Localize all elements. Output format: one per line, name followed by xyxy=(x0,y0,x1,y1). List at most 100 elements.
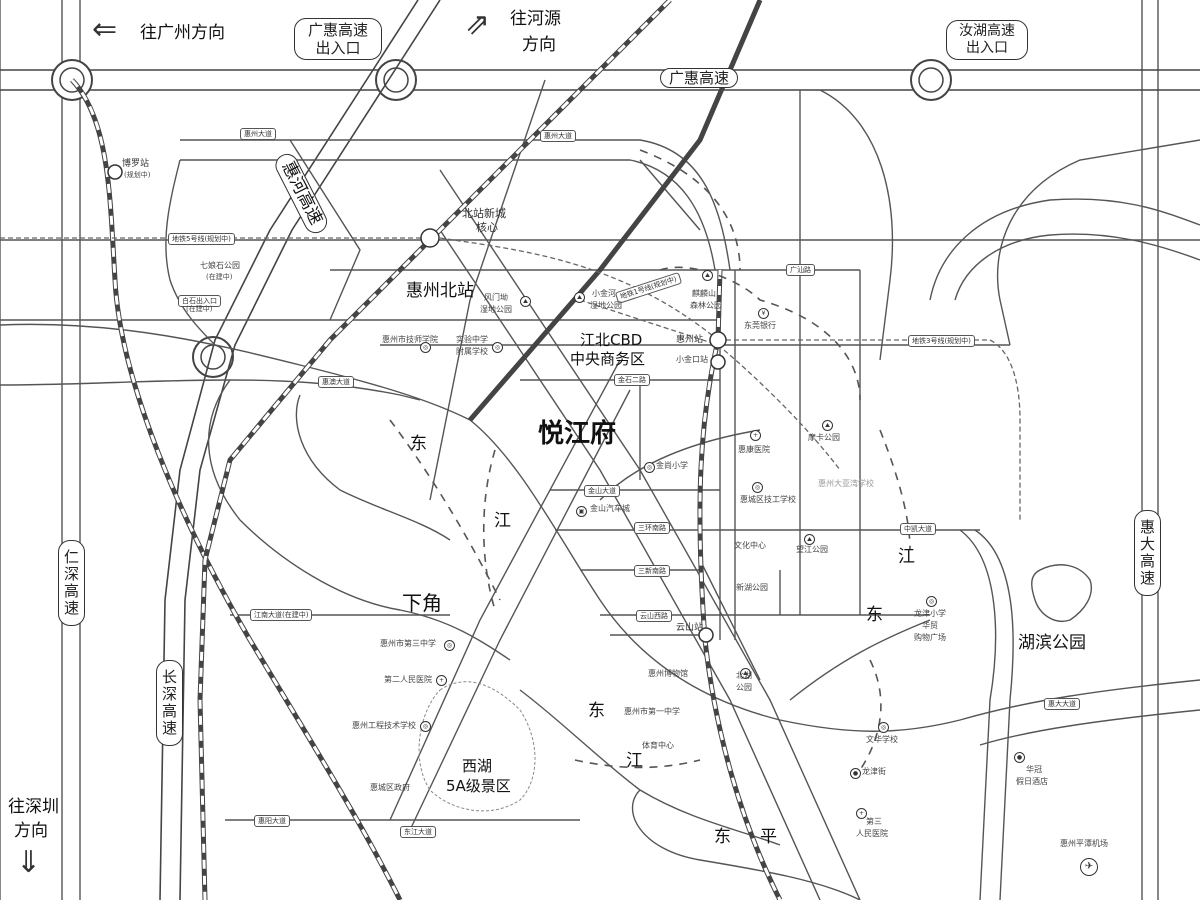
road-sanxin: 三新南路 xyxy=(634,565,670,577)
park-icon: ⛰ xyxy=(740,668,751,679)
river-label-east-1: 江 xyxy=(898,547,915,567)
hotel-icon: ● xyxy=(1014,752,1025,763)
poi-beihu-park-2: 公园 xyxy=(736,683,752,692)
road-huida-line: 惠大大道 xyxy=(1044,698,1080,710)
west-lake xyxy=(418,681,536,812)
poi-dongguan-bank: 东莞银行 xyxy=(744,321,776,330)
poi-wenhua-school: 文华学校 xyxy=(866,735,898,744)
poi-wenhua-center: 文化中心 xyxy=(734,541,766,550)
road-huizhou-avenue-west: 惠州大道 xyxy=(240,128,276,140)
poi-qiniang-note: (在建中) xyxy=(206,273,233,281)
west-lake-1: 西湖 xyxy=(462,757,493,775)
poi-huizhou-tech: 惠城区技工学校 xyxy=(740,495,796,504)
road-guangfeng: 广汕路 xyxy=(786,264,815,276)
school-icon: ◎ xyxy=(492,342,503,353)
ruhu-exit-line2: 出入口 xyxy=(966,39,1008,56)
poi-olympic-center: 体育中心 xyxy=(642,741,674,750)
frame-roads xyxy=(0,0,1159,900)
label-to-shenzhen-1: 往深圳 xyxy=(8,797,59,817)
poi-huizhou-normal: 惠州市技师学院 xyxy=(382,335,438,344)
poi-qilinshan-1: 麒麟山 xyxy=(692,289,716,298)
school-icon: ◎ xyxy=(878,722,889,733)
poi-longjin-primary: 龙津小学 xyxy=(914,609,946,618)
poi-qiniang-park: 七娘石公园 xyxy=(200,261,240,270)
interchanges xyxy=(51,59,952,378)
arrow-down-icon: ⇓ xyxy=(16,845,42,880)
arrow-left-icon: ⇐ xyxy=(92,12,118,47)
yunshan-station-label: 云山站 xyxy=(676,623,704,633)
label-to-heyuan-2: 方向 xyxy=(522,35,556,55)
boluo-station-label: 博罗站 xyxy=(122,159,150,169)
poi-xiaojinkou: 小金口站 xyxy=(676,355,708,364)
poi-second-hospital: 第二人民医院 xyxy=(384,675,432,684)
poi-jinshan-auto: 金山汽车城 xyxy=(590,504,630,513)
guanghui-exit-line1: 广惠高速 xyxy=(307,21,368,39)
poi-longjin-street: 龙津街 xyxy=(862,767,886,776)
dongping-2: 平 xyxy=(760,827,777,847)
road-sanxin-south: 三环南路 xyxy=(634,522,670,534)
label-to-shenzhen-2: 方向 xyxy=(14,821,48,841)
hospital-icon: + xyxy=(436,675,447,686)
ruhu-exit-box: 汝湖高速 出入口 xyxy=(946,20,1028,60)
school-icon: ◎ xyxy=(444,640,455,651)
north-station-core-2: 核心 xyxy=(476,221,498,234)
poi-mozi-park: 摩卡公园 xyxy=(808,433,840,442)
poi-shiyan-school-2: 附属学校 xyxy=(456,347,488,356)
road-jinshan-river: 金山大道 xyxy=(584,485,620,497)
guanghui-exit-line2: 出入口 xyxy=(315,39,361,57)
ruhu-exit-line1: 汝湖高速 xyxy=(959,23,1015,39)
poi-jinshan-primary: 金尚小学 xyxy=(656,461,688,470)
road-dongjiang-avenue: 东江大道 xyxy=(400,826,436,838)
poi-pingtan-airport: 惠州平潭机场 xyxy=(1060,839,1108,848)
park-icon: ⛰ xyxy=(702,270,713,281)
poi-xiaojinhe-park-2: 湿地公园 xyxy=(590,301,622,310)
dongjiang-river xyxy=(0,198,1200,900)
jiangbei-cbd-1: 江北CBD xyxy=(580,331,643,349)
huizhou-station-label: 惠州站 xyxy=(676,335,704,345)
poi-shiyan-school-1: 实验中学 xyxy=(456,335,488,344)
river-label-west-1: 东 xyxy=(410,434,427,454)
poi-huizhou-shangdong: 惠州大亚湾学校 xyxy=(818,479,874,488)
poi-fengmen-park-2: 湿地公园 xyxy=(480,305,512,314)
west-lake-2: 5A级景区 xyxy=(446,777,511,795)
poi-huayuan-hotel-2: 假日酒店 xyxy=(1016,777,1048,786)
poi-eng-school: 惠州工程技术学校 xyxy=(352,721,416,730)
poi-huizhou-museum: 惠州博物馆 xyxy=(648,669,688,678)
park-icon: ⛰ xyxy=(574,292,585,303)
poi-wanjiang-park: 望江公园 xyxy=(796,545,828,554)
poi-huizhou-no1-high: 惠州市第一中学 xyxy=(624,707,680,716)
huizhou-north-station-label: 惠州北站 xyxy=(406,281,474,301)
poi-fengmen-park-1: 风门坳 xyxy=(484,293,508,302)
planned-routes xyxy=(389,149,911,771)
road-huizhou-avenue-east: 惠州大道 xyxy=(540,130,576,142)
jiangbei-cbd-2: 中央商务区 xyxy=(570,350,646,368)
park-icon: ⛰ xyxy=(804,534,815,545)
school-icon: ◎ xyxy=(644,462,655,473)
guanghui-exit-box: 广惠高速 出入口 xyxy=(294,18,382,60)
poi-huamao-2: 购物广场 xyxy=(914,633,946,642)
huida-expressway-label: 惠大高速 xyxy=(1134,510,1161,596)
poi-huikang-hospital: 惠康医院 xyxy=(738,445,770,454)
bank-icon: ¥ xyxy=(758,308,769,319)
station-markers xyxy=(107,164,727,643)
poi-baishi-note: (在建中) xyxy=(186,305,213,313)
poi-baishi-exit: 白石出入口 xyxy=(178,295,221,307)
poi-third-hospital-2: 人民医院 xyxy=(856,829,888,838)
river-label-west-2: 江 xyxy=(494,511,511,531)
poi-huamao-1: 华贸 xyxy=(922,621,938,630)
road-huiao: 惠澳大道 xyxy=(318,376,354,388)
park-icon: ⛰ xyxy=(520,296,531,307)
poi-huayuan-hotel-1: 华冠 xyxy=(1026,765,1042,774)
park-icon: ⛰ xyxy=(822,420,833,431)
school-icon: ◎ xyxy=(752,482,763,493)
road-jinshi2: 金石二路 xyxy=(614,374,650,386)
changshen-expressway-label: 长深高速 xyxy=(156,660,183,746)
guanghui-expressway-label: 广惠高速 xyxy=(660,68,739,88)
project-label: 悦江府 xyxy=(538,419,617,449)
hospital-icon: + xyxy=(750,430,761,441)
river-label-east-2: 东 xyxy=(866,605,883,625)
car-icon: ▣ xyxy=(576,506,587,517)
poi-third-hospital-1: 第三 xyxy=(866,817,882,826)
dongping-1: 东 xyxy=(714,827,731,847)
